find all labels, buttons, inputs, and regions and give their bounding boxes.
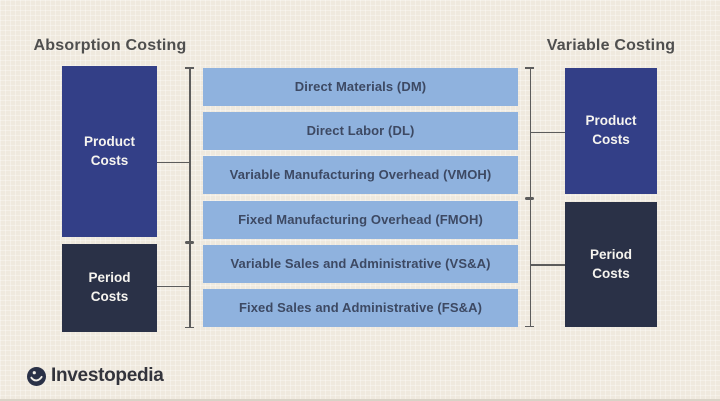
cost-row-direct-labor: Direct Labor (DL) [203, 112, 518, 150]
cost-row-variable-sales-administrative: Variable Sales and Administrative (VS&A) [203, 245, 518, 283]
left-bracket-line [189, 68, 191, 328]
variable-product-costs-label-line2: Costs [592, 132, 630, 147]
cost-items-list: Direct Materials (DM) Direct Labor (DL) … [203, 68, 518, 327]
investopedia-logo-icon [27, 366, 46, 386]
left-bracket-divider-tick [185, 240, 194, 244]
absorption-period-connector-line [157, 285, 190, 287]
right-bracket-divider-tick [525, 196, 534, 200]
cost-row-variable-manufacturing-overhead: Variable Manufacturing Overhead (VMOH) [203, 156, 518, 194]
variable-period-costs-label-line2: Costs [592, 265, 630, 281]
variable-product-connector-line [530, 131, 565, 133]
absorption-period-costs-box: Period Costs [62, 244, 157, 332]
investopedia-logo: Investopedia [27, 365, 164, 386]
cost-row-fixed-manufacturing-overhead: Fixed Manufacturing Overhead (FMOH) [203, 201, 518, 239]
cost-row-fixed-sales-administrative: Fixed Sales and Administrative (FS&A) [203, 289, 518, 327]
variable-costing-title: Variable Costing [546, 37, 676, 54]
cost-row-direct-materials: Direct Materials (DM) [203, 68, 518, 106]
absorption-product-connector-line [157, 161, 190, 163]
variable-product-costs-label-line1: Product [585, 113, 637, 129]
right-bracket-top-tick [525, 67, 534, 69]
variable-period-costs-box: Period Costs [565, 202, 657, 327]
absorption-product-costs-label-line2: Costs [90, 152, 129, 168]
variable-product-costs-box: Product Costs [565, 68, 657, 194]
investopedia-logo-text: Investopedia [51, 365, 164, 386]
absorption-period-costs-label-line2: Costs [90, 289, 129, 304]
left-bracket-top-tick [185, 67, 194, 69]
variable-period-costs-label-line1: Period [589, 246, 632, 262]
right-bracket-bottom-tick [525, 325, 534, 327]
absorption-product-costs-box: Product Costs [62, 66, 157, 237]
left-bracket-bottom-tick [185, 326, 194, 328]
absorption-period-costs-label-line1: Period [88, 270, 131, 286]
absorption-product-costs-label-line1: Product [83, 133, 135, 149]
variable-period-connector-line [530, 264, 565, 266]
bottom-edge-strip [0, 399, 720, 401]
absorption-costing-title: Absorption Costing [33, 37, 187, 54]
